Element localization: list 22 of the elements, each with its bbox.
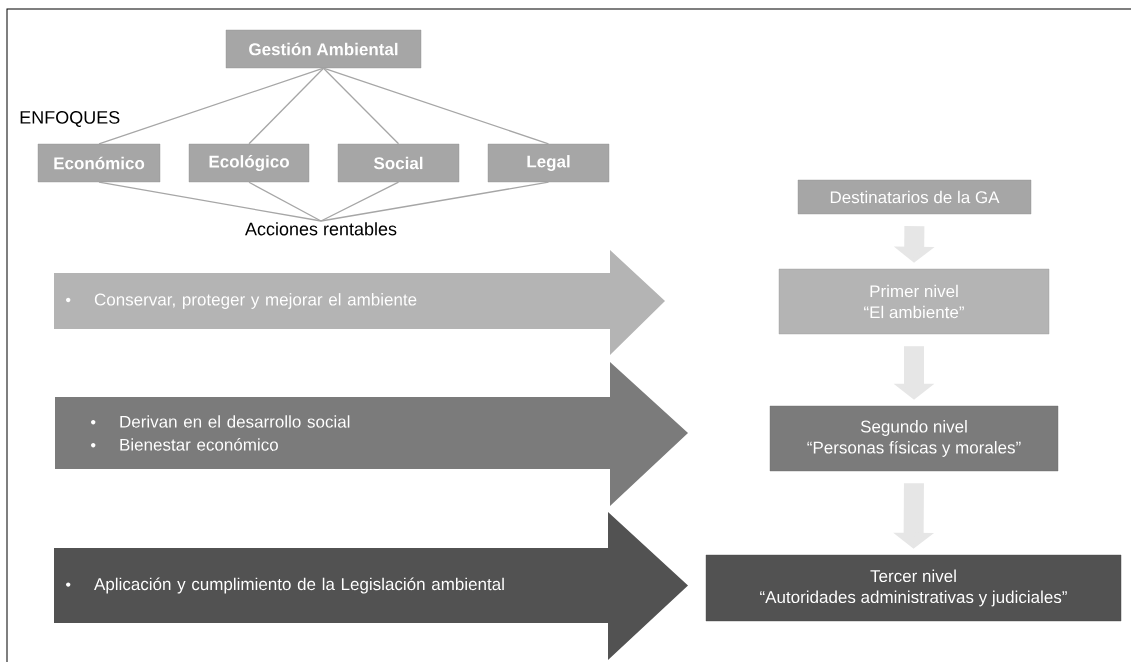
process-box: Legal bbox=[487, 143, 610, 183]
process-box: Tercer nivel “Autoridades administrativas y judiciales” bbox=[705, 554, 1122, 622]
connector-line bbox=[320, 181, 550, 222]
connector-line bbox=[248, 181, 322, 222]
process-box: Social bbox=[337, 143, 460, 183]
caption-text: Acciones rentables bbox=[245, 222, 397, 236]
process-box: Económico bbox=[37, 143, 161, 183]
connector-line bbox=[98, 181, 322, 222]
process-box: Segundo nivel “Personas físicas y morales” bbox=[769, 405, 1059, 472]
pointed-banner: Conservar, proteger y mejorar el ambiente bbox=[54, 250, 665, 355]
connector-line bbox=[320, 181, 400, 222]
process-box: Gestión Ambiental bbox=[225, 29, 422, 69]
section-label: ENFOQUES bbox=[20, 111, 120, 127]
connector-line bbox=[98, 67, 325, 145]
connector-line bbox=[322, 67, 400, 145]
pointed-banner: Aplicación y cumplimiento de la Legislación ambiental bbox=[54, 512, 688, 660]
process-box: Primer nivel “El ambiente” bbox=[778, 268, 1050, 335]
connector-line bbox=[248, 67, 325, 145]
pointed-banner: Derivan en el desarrollo social Bienestar económico bbox=[55, 362, 688, 506]
process-box: Destinatarios de la GA bbox=[797, 179, 1032, 215]
process-box: Ecológico bbox=[188, 143, 310, 183]
connector-line bbox=[322, 67, 550, 145]
